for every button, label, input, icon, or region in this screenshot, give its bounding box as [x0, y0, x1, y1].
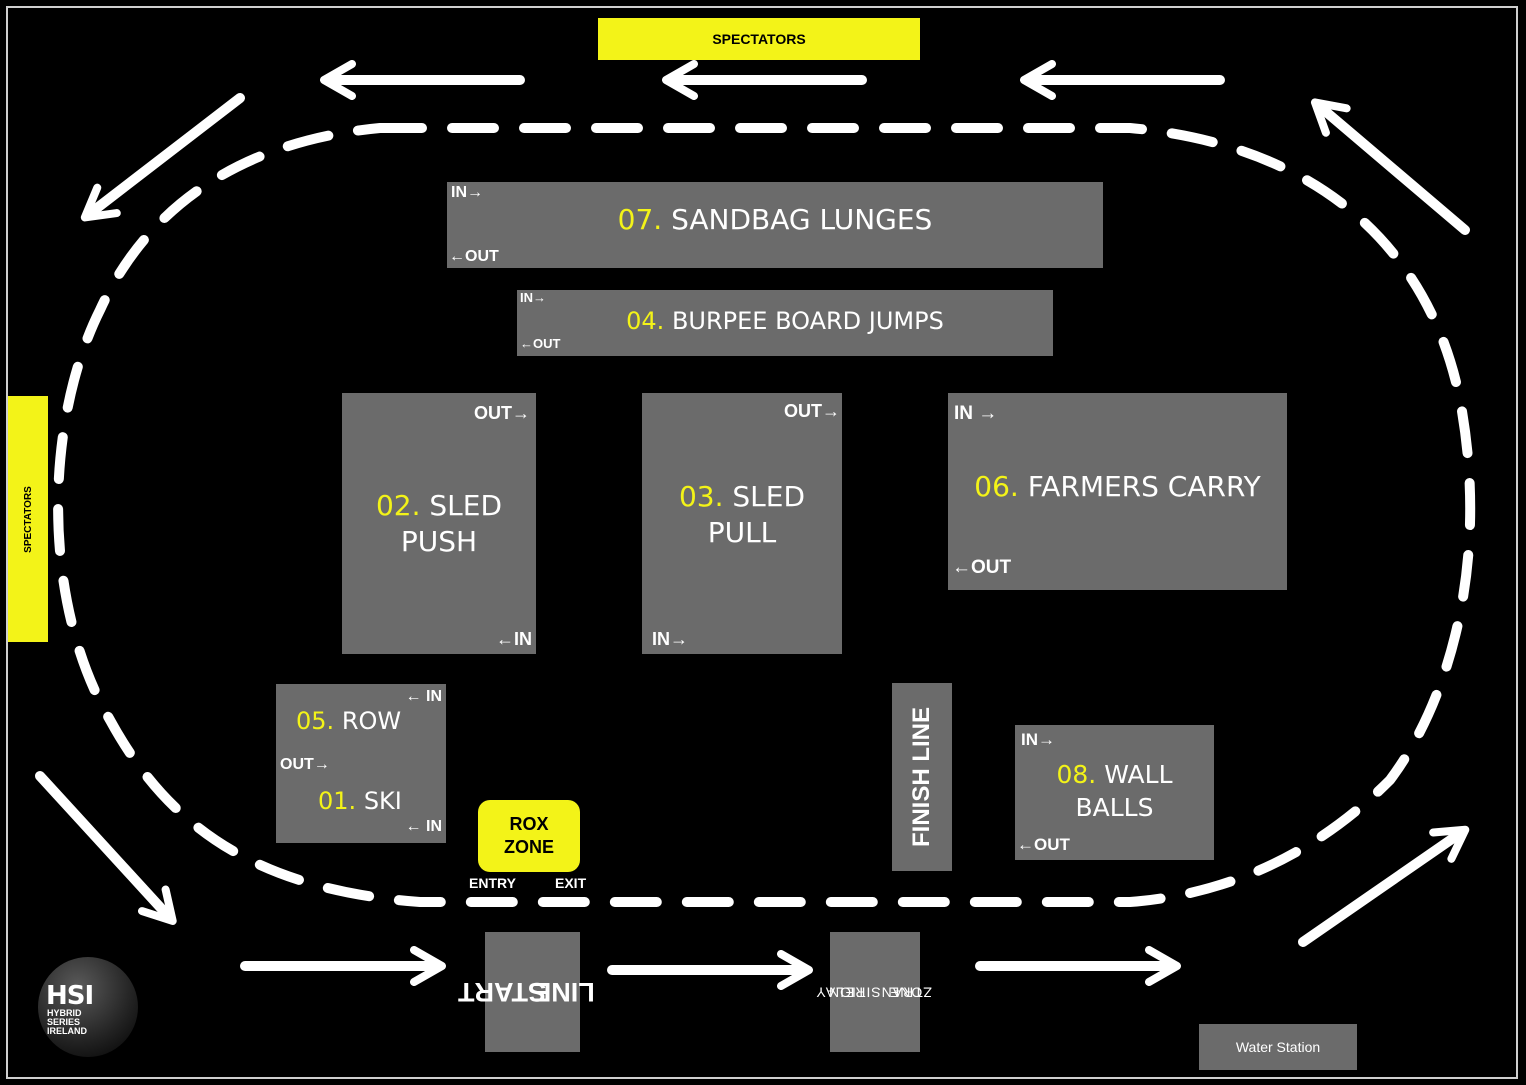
ski-title: 01. SKI — [318, 786, 402, 817]
sandbag-in-label: IN→ — [451, 184, 483, 201]
wall-balls-title: 08. WALL BALLS — [1015, 759, 1214, 824]
station-sled-push: OUT→ 02. SLED PUSH ←IN — [342, 393, 536, 654]
farmers-out-label: ←OUT — [952, 557, 1012, 578]
start-line-text-2: LINE — [532, 977, 595, 1008]
venue-frame — [6, 6, 1518, 1079]
station-sandbag-lunges: IN→ 07. SANDBAG LUNGES ←OUT — [447, 182, 1103, 268]
burpee-in-label: IN→ — [520, 290, 546, 305]
rox-zone-line2: ZONE — [503, 837, 554, 857]
arrow-top-right — [1310, 98, 1470, 235]
wall-balls-name-1: WALL — [1104, 760, 1173, 789]
wall-balls-in-label: IN→ — [1021, 730, 1055, 749]
water-station-label: Water Station — [1235, 1039, 1321, 1055]
spectators-top-label: SPECTATORS — [712, 31, 806, 47]
burpee-out-label: ←OUT — [520, 336, 561, 351]
rox-entry-label: ENTRY — [469, 875, 516, 891]
sled-push-name-1: SLED — [429, 489, 503, 522]
row-title: 05. ROW — [296, 706, 401, 737]
farmers-in-label: IN → — [954, 403, 998, 424]
sled-push-out-label: OUT→ — [474, 403, 530, 423]
row-out-label: OUT→ — [280, 756, 330, 773]
relay-zone-label: RELAY TRANSITION ZONE — [815, 945, 931, 1040]
arrow-bottom-right — [1298, 825, 1470, 947]
station-farmers-carry: IN → 06. FARMERS CARRY ←OUT — [948, 393, 1287, 590]
sled-push-title: 02. SLED PUSH — [342, 488, 536, 561]
sled-pull-title: 03. SLED PULL — [642, 479, 842, 552]
row-number: 05. — [296, 707, 335, 735]
sled-push-name-2: PUSH — [400, 525, 478, 559]
logo-hsi-text: HSI — [46, 981, 94, 1011]
row-in-label: ← IN — [405, 688, 442, 705]
logo-text-hybrid: HYBRID — [47, 1008, 82, 1018]
burpee-number: 04. — [626, 307, 665, 335]
arrow-top-left — [80, 93, 245, 222]
sandbag-title: 07. SANDBAG LUNGES — [447, 202, 1103, 238]
hsi-logo: HSI HYBRID SERIES IRELAND — [38, 957, 138, 1057]
burpee-name: BURPEE BOARD JUMPS — [671, 307, 944, 335]
rox-exit-label: EXIT — [555, 875, 587, 891]
sled-push-number: 02. — [375, 489, 421, 522]
start-line-label: START LINE — [457, 948, 594, 1036]
spectators-top-banner: SPECTATORS — [598, 18, 920, 60]
finish-line-label: FINISH LINE — [908, 706, 936, 848]
sandbag-number: 07. — [617, 203, 663, 236]
sled-pull-in-label: IN→ — [652, 629, 688, 649]
ski-name: SKI — [363, 787, 402, 815]
row-name: ROW — [341, 707, 402, 735]
sandbag-out-label: ←OUT — [449, 248, 499, 265]
wall-balls-number: 08. — [1056, 760, 1097, 789]
sled-pull-name-2: PULL — [707, 516, 777, 550]
farmers-title: 06. FARMERS CARRY — [948, 469, 1287, 505]
spectators-left-label: SPECTATORS — [22, 485, 34, 553]
rox-zone-line1: ROX — [509, 813, 549, 834]
sled-pull-name-1: SLED — [732, 480, 806, 513]
station-sled-pull: OUT→ 03. SLED PULL IN→ — [642, 393, 842, 654]
water-station: Water Station — [1199, 1024, 1357, 1070]
ski-number: 01. — [318, 787, 357, 815]
sled-pull-number: 03. — [678, 480, 724, 513]
logo-series-text: HYBRID SERIES IRELAND — [47, 1009, 87, 1036]
station-wall-balls: IN→ 08. WALL BALLS ←OUT — [1015, 725, 1214, 860]
arrow-bottom-left — [35, 771, 177, 925]
logo-text-series: SERIES — [47, 1017, 81, 1027]
burpee-title: 04. BURPEE BOARD JUMPS — [517, 306, 1053, 337]
rox-zone: ROX ZONE — [478, 800, 580, 872]
ski-in-label: ← IN — [405, 818, 442, 835]
sled-pull-out-label: OUT→ — [784, 401, 840, 421]
station-row-ski: ← IN 05. ROW OUT→ 01. SKI ← IN — [276, 684, 446, 843]
sandbag-name: SANDBAG LUNGES — [671, 203, 933, 236]
sled-push-in-label: ←IN — [496, 629, 532, 649]
logo-text-ireland: IRELAND — [47, 1026, 87, 1036]
relay-transition-zone: RELAY TRANSITION ZONE — [815, 932, 931, 1052]
start-line: START LINE — [457, 932, 594, 1052]
farmers-number: 06. — [974, 470, 1019, 503]
running-track — [53, 123, 1476, 907]
station-burpee-board-jumps: IN→ 04. BURPEE BOARD JUMPS ←OUT — [517, 290, 1053, 356]
relay-zone-text-3: ZONE — [888, 984, 932, 1001]
finish-line: FINISH LINE — [892, 683, 952, 871]
wall-balls-name-2: BALLS — [1075, 792, 1154, 822]
spectators-left-banner: SPECTATORS — [8, 396, 48, 642]
farmers-name: FARMERS CARRY — [1027, 470, 1261, 503]
wall-balls-out-label: ←OUT — [1017, 835, 1070, 854]
